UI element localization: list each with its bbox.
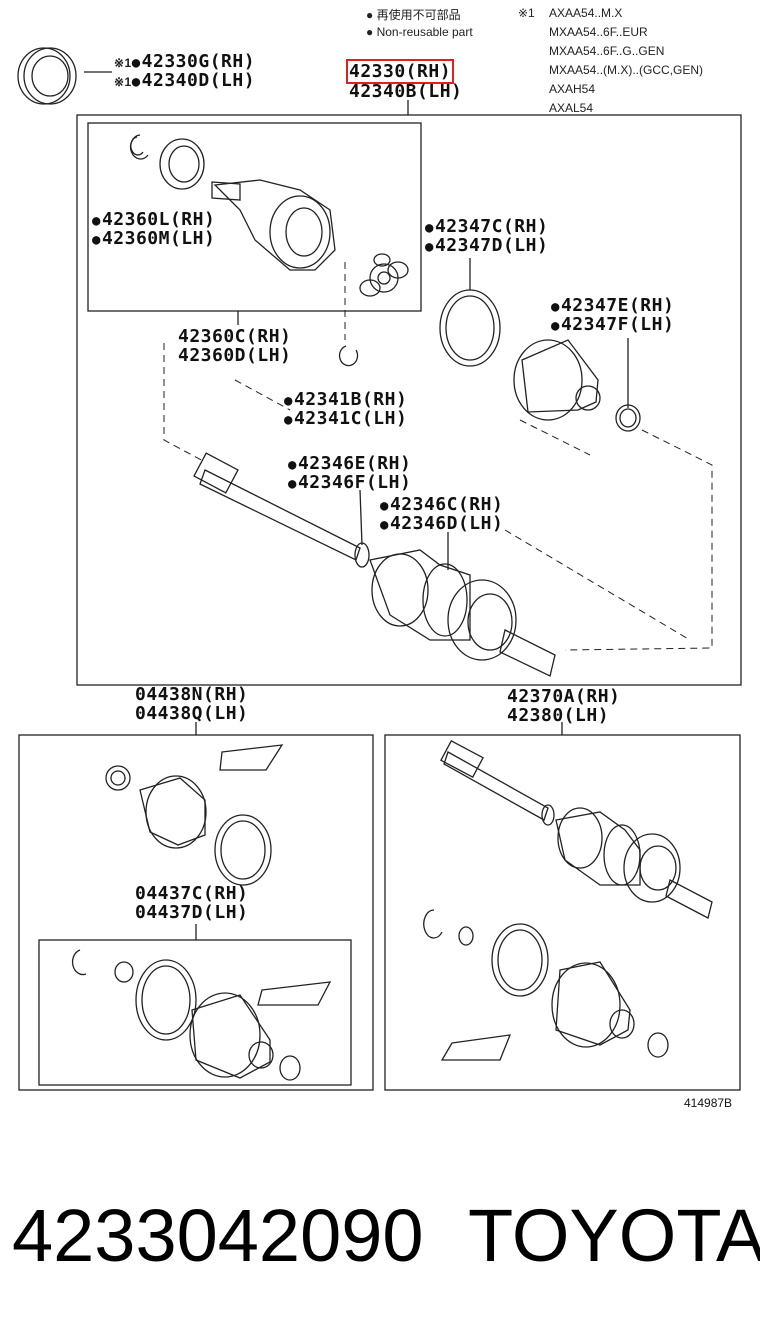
part-label-snap-ring-lh[interactable]: 42341C(LH) — [284, 408, 407, 430]
model-code: AXAH54 — [549, 82, 596, 96]
main-assembly-frame — [76, 114, 742, 686]
part-label-inner-joint-rh[interactable]: 42360C(RH) — [178, 326, 292, 347]
part-label-joint-lh[interactable]: 42360M(LH) — [92, 228, 215, 250]
applicability-mark: ※1 — [114, 56, 132, 70]
part-label-outer-shaft-lh[interactable]: 42380(LH) — [507, 705, 610, 726]
brand-name: TOYOTA — [468, 1194, 760, 1277]
drawing-reference: 414987B — [684, 1096, 733, 1110]
part-label-inner-boot-kit-lh[interactable]: 04437D(LH) — [135, 902, 249, 923]
inner-boot-kit-subframe — [38, 939, 352, 1086]
part-label-clamp-e-lh[interactable]: 42346F(LH) — [288, 472, 411, 494]
part-label-seal-rh[interactable]: ※142330G(RH) — [114, 51, 255, 73]
part-label-boot-clamp-lh[interactable]: 42347D(LH) — [425, 235, 548, 257]
part-label-seal-lh[interactable]: ※142340D(LH) — [114, 70, 255, 92]
inner-joint-subframe — [87, 122, 422, 312]
part-label-shaft-lh[interactable]: 42340B(LH) — [349, 81, 463, 102]
part-label-clamp-e-rh[interactable]: 42346E(RH) — [288, 453, 411, 475]
part-label-boot-kit-rh[interactable]: 04438N(RH) — [135, 684, 249, 705]
legend-en: ● Non-reusable part — [366, 25, 473, 39]
part-label-inner-joint-lh[interactable]: 42360D(LH) — [178, 345, 292, 366]
legend-jp: ● 再使用不可部品 — [366, 8, 461, 22]
applicability-mark: ※1 — [114, 75, 132, 89]
part-label-inner-boot-kit-rh[interactable]: 04437C(RH) — [135, 883, 249, 904]
part-label-clamp-c-lh[interactable]: 42346D(LH) — [380, 513, 503, 535]
part-label-shaft-rh-highlighted[interactable]: 42330(RH) — [345, 59, 455, 84]
model-code: MXAA54..6F..G..GEN — [549, 44, 665, 58]
model-code: AXAL54 — [549, 101, 594, 115]
legend-jp-text: 再使用不可部品 — [376, 8, 461, 22]
part-label-small-clamp-lh[interactable]: 42347F(LH) — [551, 314, 674, 336]
part-label-snap-ring-rh[interactable]: 42341B(RH) — [284, 389, 407, 411]
part-label-small-clamp-rh[interactable]: 42347E(RH) — [551, 295, 674, 317]
legend-en-text: Non-reusable part — [376, 25, 473, 39]
model-code: AXAA54..M.X — [549, 6, 623, 20]
part-number: 4233042090 — [12, 1194, 424, 1277]
part-label-boot-kit-lh[interactable]: 04438Q(LH) — [135, 703, 249, 724]
outer-shaft-frame — [384, 734, 741, 1091]
applicability-mark: ※1 — [518, 6, 535, 20]
model-code: MXAA54..6F..EUR — [549, 25, 648, 39]
part-label-outer-shaft-rh[interactable]: 42370A(RH) — [507, 686, 621, 707]
part-label-boot-clamp-rh[interactable]: 42347C(RH) — [425, 216, 548, 238]
part-label-joint-rh[interactable]: 42360L(RH) — [92, 209, 215, 231]
model-code: MXAA54..(M.X)..(GCC,GEN) — [549, 63, 704, 77]
part-label-clamp-c-rh[interactable]: 42346C(RH) — [380, 494, 503, 516]
